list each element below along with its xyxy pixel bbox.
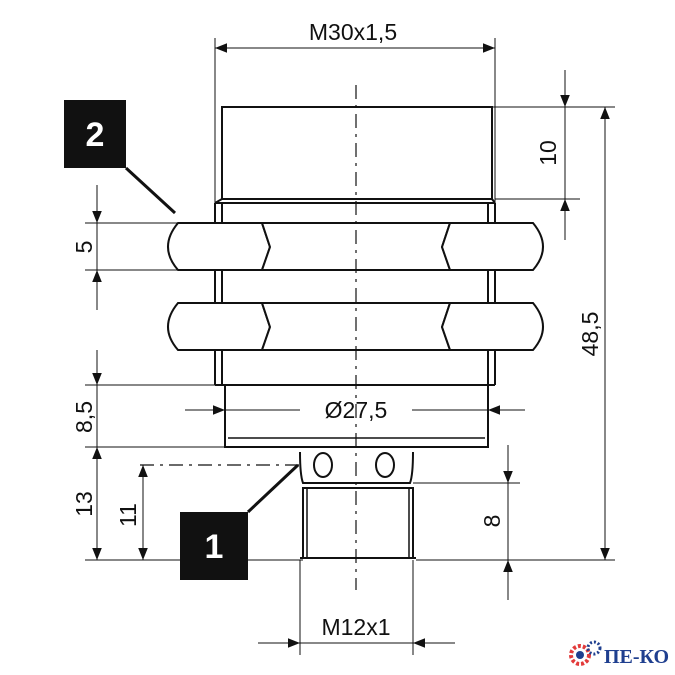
- callout-connector: 1: [180, 463, 300, 580]
- dim-nut-thickness: 5: [71, 241, 97, 254]
- dim-collar-height: 8,5: [71, 401, 97, 433]
- top-housing: [221, 106, 493, 200]
- dim-total-length: 48,5: [577, 312, 603, 357]
- m12-thread: [302, 487, 414, 559]
- dim-thread-minor: M12x1: [321, 614, 390, 640]
- dim-thread-major: M30x1,5: [309, 19, 397, 45]
- dim-body-diameter: Ø27,5: [325, 397, 388, 423]
- centerlines: [140, 85, 357, 590]
- callout-nut-label: 2: [86, 116, 105, 154]
- dim-connector-height: 13: [71, 491, 97, 517]
- callout-nut: 2: [64, 100, 177, 215]
- dimension-lines: [92, 43, 610, 648]
- dim-top-height: 10: [535, 140, 561, 166]
- peko-logo: ПЕ-КО: [569, 640, 669, 668]
- nut-upper: [167, 222, 544, 271]
- dim-connector-inner: 11: [115, 503, 141, 527]
- gear-icon: [569, 640, 602, 666]
- dim-connector-thread-length: 8: [479, 515, 505, 528]
- logo-text: ПЕ-КО: [604, 646, 669, 668]
- callout-connector-label: 1: [205, 528, 224, 566]
